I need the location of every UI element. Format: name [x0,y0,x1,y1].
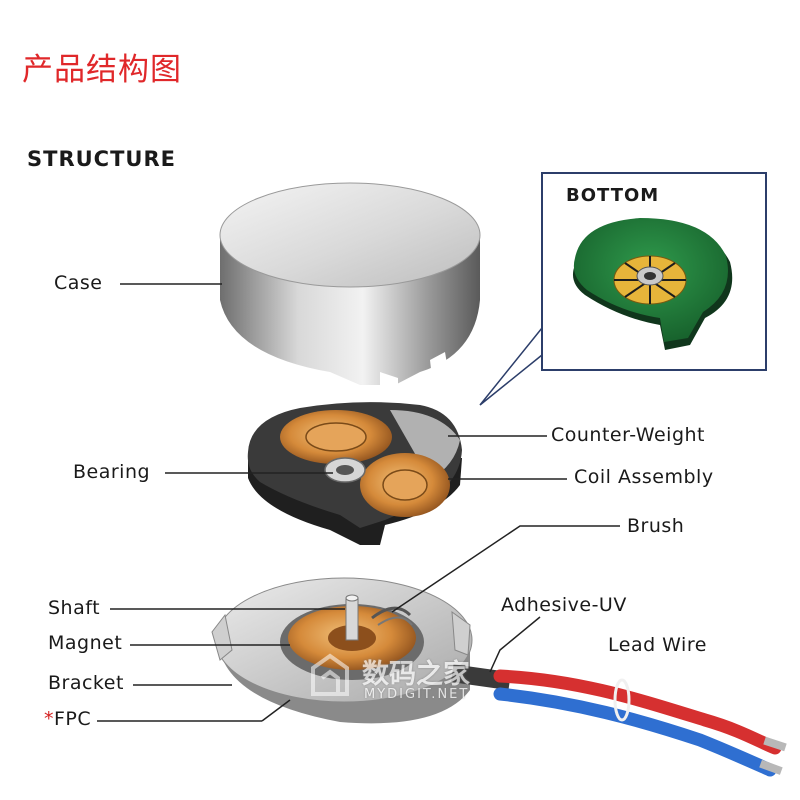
label-shaft: Shaft [48,597,101,619]
label-fpc: *FPC [44,708,91,730]
page-title: 产品结构图 [22,52,182,88]
watermark-en: MYDIGIT.NET [364,687,470,702]
bottom-inset [479,172,767,406]
label-coil-assembly: Coil Assembly [574,466,714,488]
label-magnet: Magnet [48,632,123,654]
watermark-cn: 数码之家 [362,659,470,690]
label-bracket: Bracket [48,672,124,694]
case-part [219,182,481,390]
watermark-logo-icon [311,653,349,696]
bottom-inset-title: BOTTOM [566,185,660,206]
rotor-part [247,402,462,545]
label-case: Case [54,272,103,294]
structure-heading: STRUCTURE [27,147,176,171]
fpc-text: FPC [54,708,92,730]
label-counter-weight: Counter-Weight [551,424,705,446]
fpc-asterisk: * [44,708,54,730]
label-lead-wire: Lead Wire [608,634,707,656]
lead-wires [493,669,787,777]
label-adhesive-uv: Adhesive-UV [501,594,627,616]
label-brush: Brush [627,515,685,537]
leader-lines [97,283,620,722]
bottom-pcb [572,218,733,350]
label-bearing: Bearing [73,461,151,483]
